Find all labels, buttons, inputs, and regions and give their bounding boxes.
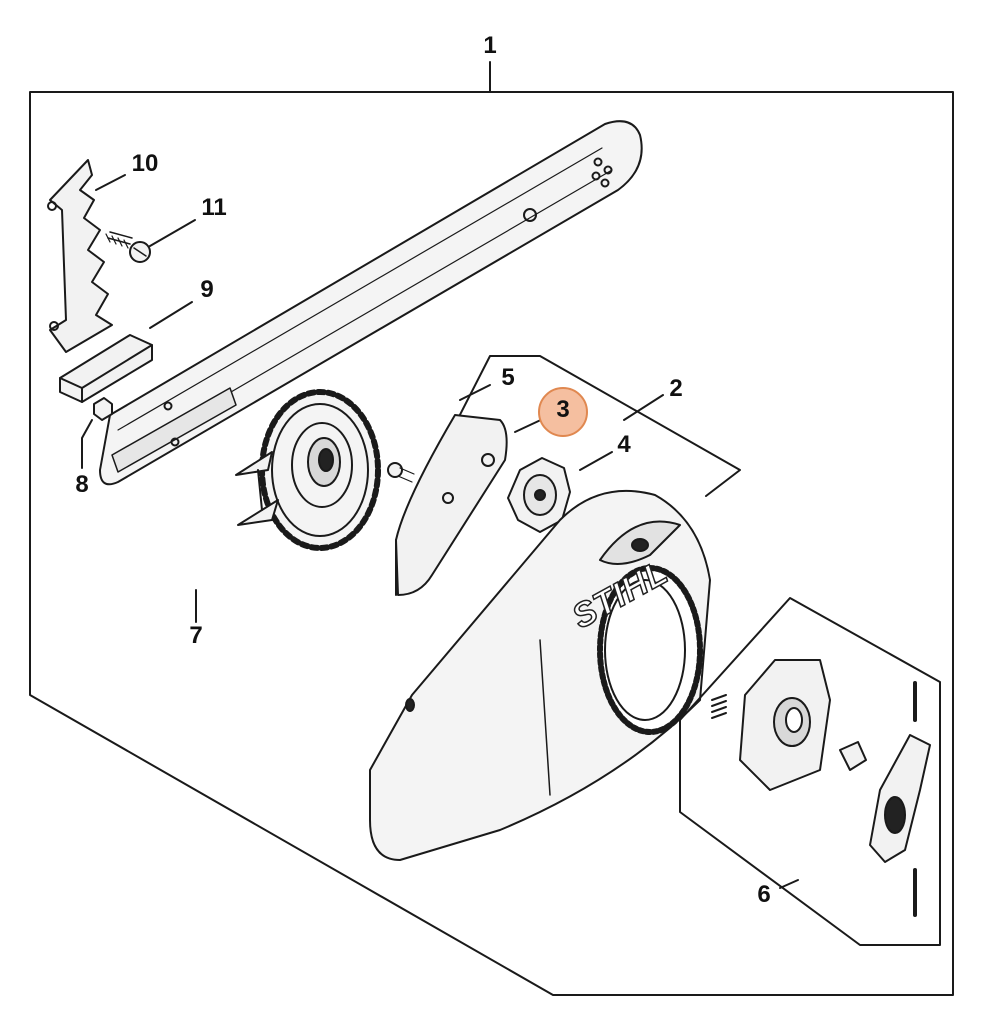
spring (711, 694, 727, 719)
leader-2 (623, 394, 664, 421)
leader-5 (459, 384, 491, 401)
callout-6[interactable]: 6 (757, 881, 771, 908)
tensioner-bracket (47, 159, 113, 353)
guide-bar (99, 120, 643, 486)
leader-9 (149, 301, 193, 329)
latch (839, 741, 867, 771)
callout-2[interactable]: 2 (669, 375, 683, 402)
leader-6 (779, 879, 799, 889)
callout-3[interactable]: 3 (556, 396, 570, 423)
knob-nut (507, 457, 571, 533)
leader-4 (579, 451, 613, 471)
callout-10[interactable]: 10 (131, 150, 159, 177)
callout-8[interactable]: 8 (75, 471, 89, 498)
leader-10 (95, 174, 126, 191)
bracket-7 (81, 419, 93, 469)
nut-8 (93, 397, 113, 421)
sprocket-cover (369, 489, 711, 861)
callout-4[interactable]: 4 (617, 431, 631, 458)
tension-wheel (235, 389, 381, 551)
subassembly-frame-6 (679, 597, 941, 946)
lever (869, 681, 931, 917)
assembly-frame (29, 91, 954, 996)
callout-1[interactable]: 1 (483, 32, 497, 59)
cover-plate (395, 414, 508, 596)
slide-block (59, 334, 153, 403)
screw-5 (387, 462, 415, 483)
callout-11[interactable]: 11 (201, 194, 227, 221)
callout-5[interactable]: 5 (501, 364, 515, 391)
callout-9[interactable]: 9 (200, 276, 214, 303)
screw-11 (105, 231, 151, 263)
leader-11 (149, 219, 196, 247)
callout-7[interactable]: 7 (189, 622, 203, 649)
callout-3-highlight (538, 387, 588, 437)
clutch-part (739, 659, 831, 791)
